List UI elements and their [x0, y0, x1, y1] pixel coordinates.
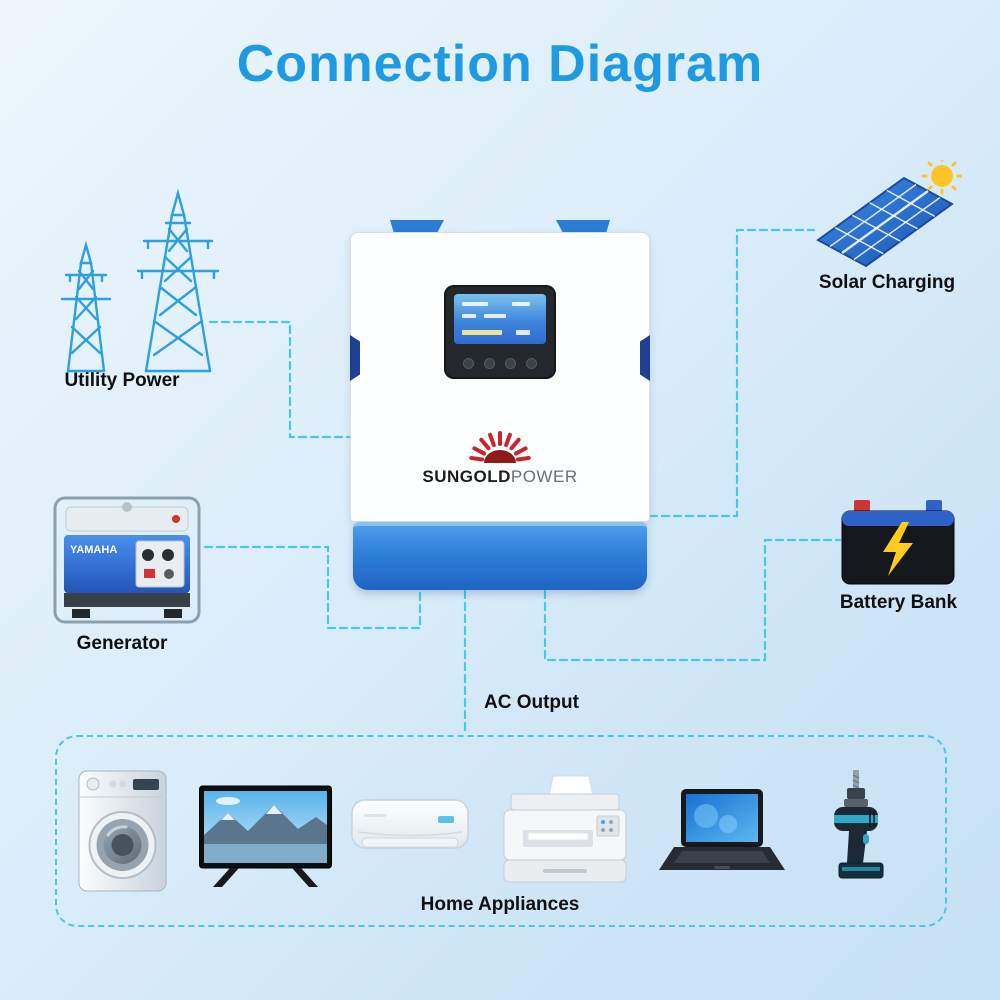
inverter-lcd-screen	[454, 294, 546, 344]
inverter-logo: SUNGOLDPOWER	[351, 429, 649, 487]
inverter-bottom-panel	[353, 522, 647, 590]
brand-bold: SUNGOLD	[422, 467, 511, 486]
inverter-brand: SUNGOLDPOWER	[351, 467, 649, 487]
connector-solar	[648, 228, 816, 518]
solar-charging-label: Solar Charging	[818, 272, 956, 293]
battery-icon	[841, 500, 955, 585]
ac-output-label: AC Output	[484, 692, 579, 713]
generator-label: Generator	[76, 633, 168, 654]
battery-node	[838, 498, 958, 590]
washing-machine	[75, 765, 170, 897]
solar-node	[812, 160, 962, 275]
utility-tower-icon	[60, 188, 220, 373]
laptop-icon	[659, 789, 785, 870]
home-appliances-label: Home Appliances	[420, 894, 580, 915]
power-drill	[806, 768, 906, 882]
battery-bank-label: Battery Bank	[839, 592, 958, 613]
television	[198, 783, 333, 895]
inverter-body: SUNGOLDPOWER	[350, 232, 650, 522]
laptop	[658, 786, 786, 881]
page-title: Connection Diagram	[236, 35, 764, 93]
printer	[495, 772, 635, 894]
sun-icon	[921, 160, 962, 195]
utility-power-node	[48, 163, 248, 373]
inverter-lcd-module	[444, 285, 556, 379]
air-conditioner	[350, 792, 470, 864]
tv-icon	[199, 785, 332, 887]
inverter-unit: SUNGOLDPOWER	[350, 218, 650, 590]
washing-machine-icon	[78, 770, 167, 892]
solar-panel-icon	[816, 160, 962, 268]
lightning-icon	[883, 522, 913, 576]
side-accent-right	[640, 335, 650, 381]
utility-power-label: Utility Power	[64, 370, 180, 391]
brand-light: POWER	[510, 467, 578, 486]
air-conditioner-icon	[351, 799, 469, 849]
drill-icon	[834, 770, 884, 879]
generator-brand-text: YAMAHA	[70, 544, 117, 556]
printer-icon	[503, 775, 627, 883]
sunburst-logo-icon	[469, 431, 531, 463]
home-appliances-box	[55, 735, 947, 927]
inverter-buttons	[444, 358, 556, 369]
generator-icon: YAMAHA	[53, 496, 201, 624]
side-accent-left	[350, 335, 360, 381]
generator-node: YAMAHA	[52, 495, 202, 625]
